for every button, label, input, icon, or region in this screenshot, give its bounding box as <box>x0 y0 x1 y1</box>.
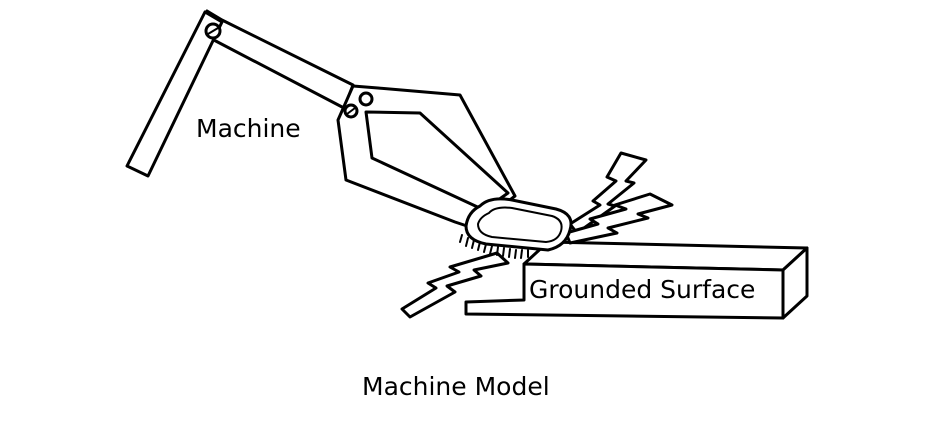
machine-upper-link <box>199 9 355 110</box>
figure-caption: Machine Model <box>362 372 550 401</box>
grounded-surface-label: Grounded Surface <box>527 275 758 304</box>
machine-pad <box>464 197 573 252</box>
machine-post <box>125 10 224 178</box>
pivot-joint-icon <box>358 91 374 107</box>
lightning-bolt-icon <box>400 251 510 319</box>
lightning-bolt-icon <box>564 192 674 245</box>
pivot-joint-icon <box>343 103 359 119</box>
machine-label: Machine <box>196 114 301 143</box>
pivot-joint-icon <box>204 22 222 40</box>
